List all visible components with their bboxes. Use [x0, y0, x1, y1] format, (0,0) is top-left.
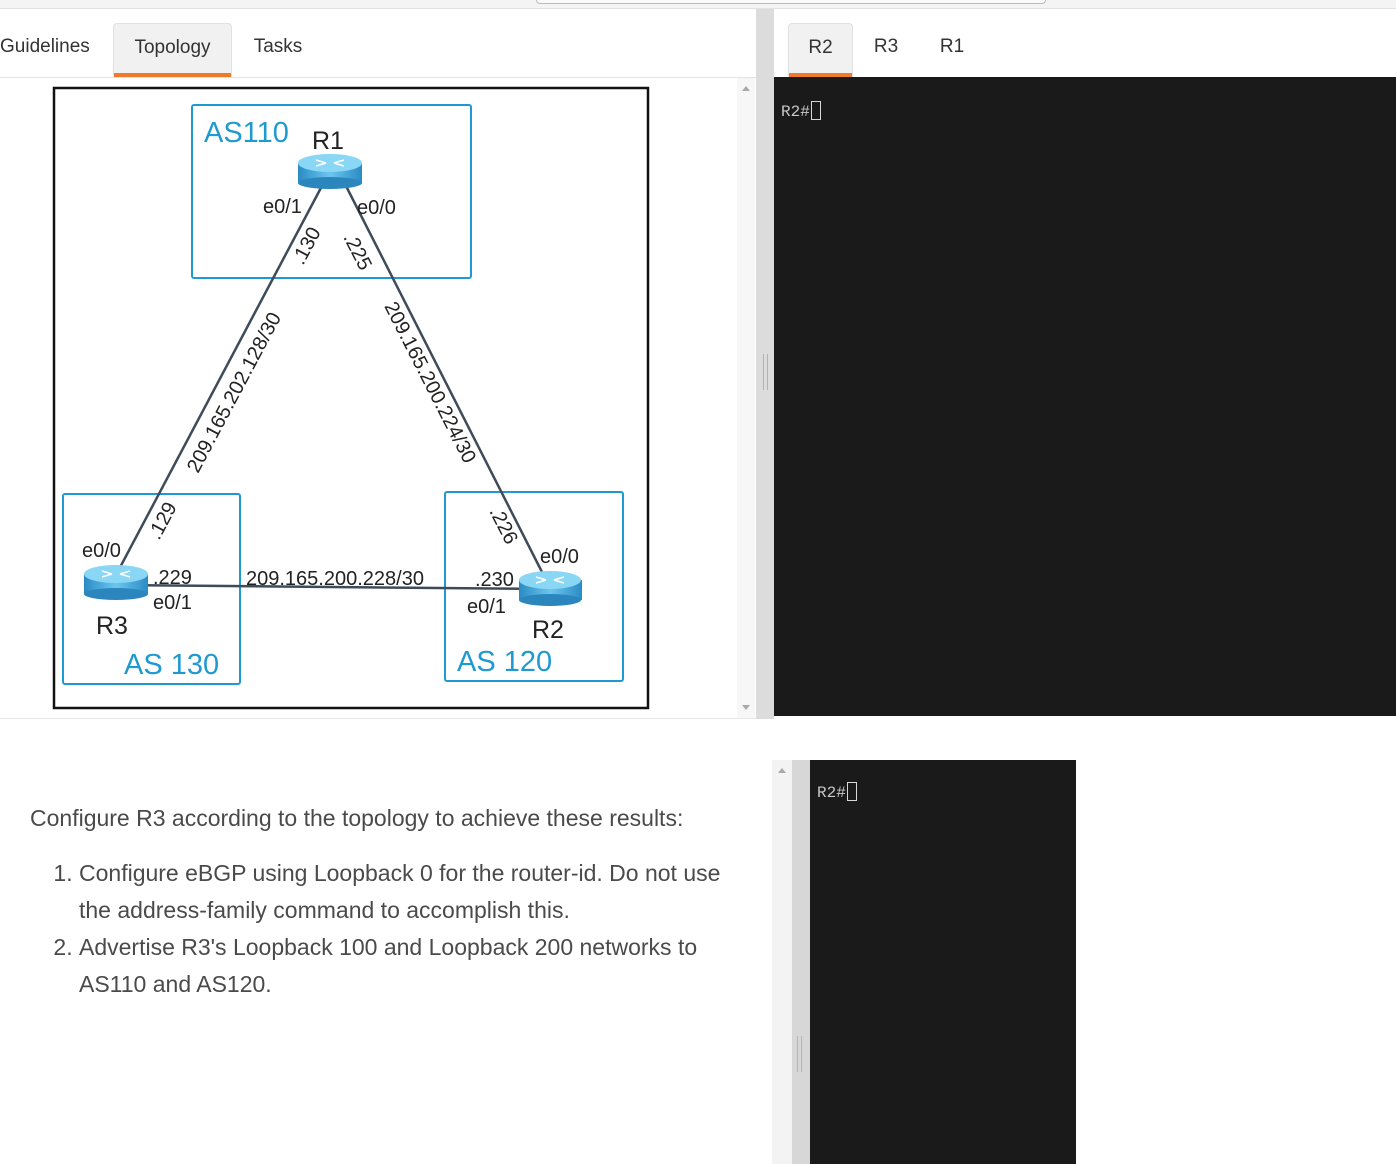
r1-e01-label: e0/1	[263, 196, 302, 218]
r3-e00-label: e0/0	[82, 540, 121, 562]
top-drag-handle[interactable]	[536, 0, 1046, 4]
terminal-prompt: R2#	[781, 103, 810, 121]
splitter-grip-icon[interactable]	[763, 354, 768, 390]
task-intro: Configure R3 according to the topology t…	[30, 805, 684, 831]
as110-box	[191, 104, 472, 279]
terminal2-scrollbar[interactable]	[772, 760, 792, 1164]
scroll-up-icon[interactable]	[742, 86, 750, 91]
scroll-down-icon[interactable]	[742, 705, 750, 710]
tab-topology[interactable]: Topology	[113, 23, 232, 77]
as130-box	[62, 493, 241, 685]
terminal-prompt: R2#	[817, 784, 846, 802]
as110-label: AS110	[204, 117, 289, 149]
topology-panel: AS110 AS 130 AS 120 R1 R3 R2 e0/1 e0/0 e…	[0, 78, 756, 719]
scroll-up-icon[interactable]	[778, 768, 786, 773]
r2-e01-label: e0/1	[467, 596, 506, 618]
splitter-grip-icon[interactable]	[797, 1036, 802, 1072]
topology-diagram: AS110 AS 130 AS 120 R1 R3 R2 e0/1 e0/0 e…	[52, 86, 650, 710]
panel-splitter[interactable]	[756, 9, 774, 719]
tab-r1[interactable]: R1	[939, 36, 965, 57]
as120-label: AS 120	[457, 646, 552, 678]
left-tab-bar: Guidelines Topology Tasks	[0, 9, 756, 78]
tab-r2[interactable]: R2	[788, 23, 853, 77]
tab-tasks[interactable]: Tasks	[253, 36, 303, 57]
r2-label: R2	[532, 616, 564, 644]
terminal-cursor	[810, 101, 821, 120]
terminal-r2-secondary[interactable]: R2#	[810, 760, 1076, 1164]
r1-label: R1	[312, 127, 344, 155]
r2-e00-label: e0/0	[540, 546, 579, 568]
r3-e01-label: e0/1	[153, 592, 192, 614]
net-bottom-label: 209.165.200.228/30	[246, 568, 424, 590]
as120-box	[444, 491, 624, 682]
tab-r3[interactable]: R3	[873, 36, 899, 57]
as130-label: AS 130	[124, 649, 219, 681]
link-r1-r2	[343, 183, 545, 575]
tab-guidelines[interactable]: Guidelines	[0, 36, 90, 57]
task-list: Configure eBGP using Loopback 0 for the …	[30, 855, 750, 1003]
topology-scrollbar[interactable]	[737, 78, 755, 718]
router-r3-icon[interactable]	[84, 565, 148, 600]
terminal2-splitter[interactable]	[792, 760, 810, 1164]
r3-ip-229: .229	[153, 567, 192, 589]
link-r1-r3	[114, 183, 325, 576]
terminal-cursor	[846, 782, 857, 801]
r1-e00-label: e0/0	[357, 197, 396, 219]
device-tab-bar: R2 R3 R1	[774, 9, 1396, 78]
r2-ip-230: .230	[475, 569, 514, 591]
task-item-1: Configure eBGP using Loopback 0 for the …	[79, 855, 750, 929]
router-r1-icon[interactable]	[298, 154, 362, 189]
task-description: Configure R3 according to the topology t…	[30, 800, 750, 1003]
task-item-2: Advertise R3's Loopback 100 and Loopback…	[79, 929, 750, 1003]
top-bar	[0, 0, 1396, 9]
link-r3-r2	[115, 583, 549, 591]
terminal-r2[interactable]: R2#	[774, 77, 1396, 716]
router-r2-icon[interactable]	[519, 571, 582, 606]
r3-label: R3	[96, 612, 128, 640]
